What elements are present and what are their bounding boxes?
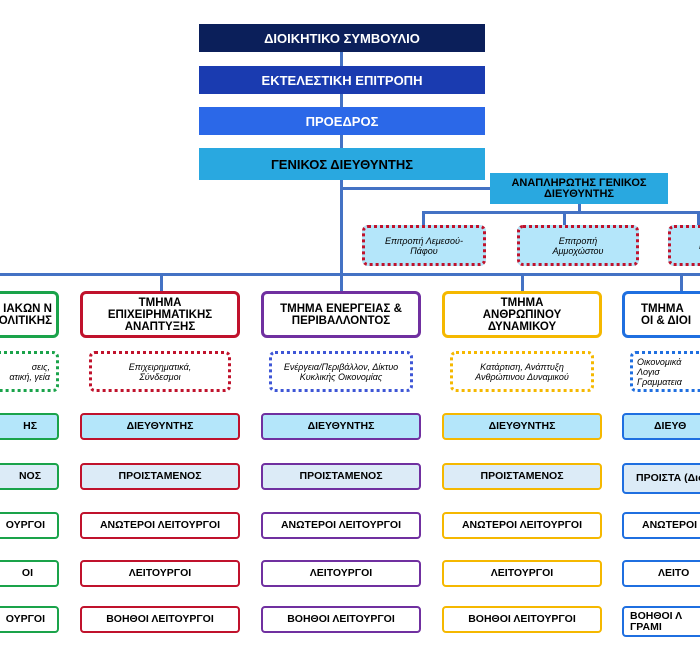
department-5-head: ΠΡΟΙΣΤΑ (Διοί [622, 463, 700, 494]
department-5-senior-officers: ΑΝΩΤΕΡΟΙ [622, 512, 700, 539]
board-box: ΔΙΟΙΚΗΤΙΚΟ ΣΥΜΒΟΥΛΙΟ [199, 24, 485, 52]
connector-dept-3 [521, 273, 524, 293]
department-human-resources-officers: ΛΕΙΤΟΥΡΓΟΙ [442, 560, 602, 587]
department-5-areas: Οικονομικά Λογισ Γραμματεια [630, 351, 700, 392]
connector-committee-3 [697, 211, 700, 227]
department-1-senior-officers: ΟΥΡΓΟΙ [0, 512, 59, 539]
department-energy-environment-assistant-officers: ΒΟΗΘΟΙ ΛΕΙΤΟΥΡΓΟΙ [261, 606, 421, 633]
department-business-development-areas: Επιχειρηματικά, Σύνδεσμοι [89, 351, 231, 392]
department-business-development-assistant-officers: ΒΟΗΘΟΙ ΛΕΙΤΟΥΡΓΟΙ [80, 606, 240, 633]
connector-committee-1 [422, 211, 425, 227]
department-human-resources-senior-officers: ΑΝΩΤΕΡΟΙ ΛΕΙΤΟΥΡΓΟΙ [442, 512, 602, 539]
department-business-development-director: ΔΙΕΥΘΥΝΤΗΣ [80, 413, 240, 440]
committee-famagusta: Επιτροπή Αμμοχώστου [517, 225, 639, 266]
department-1-head: ΝΟΣ [0, 463, 59, 490]
department-human-resources-areas: Κατάρτιση, Ανάπτυξη Ανθρώπινου Δυναμικού [450, 351, 594, 392]
department-business-development-title: ΤΜΗΜΑ ΕΠΙΧΕΙΡΗΜΑΤΙΚΗΣ ΑΝΑΠΤΥΞΗΣ [80, 291, 240, 338]
general-director-box: ΓΕΝΙΚΟΣ ΔΙΕΥΘΥΝΤΗΣ [199, 148, 485, 180]
department-energy-environment-director: ΔΙΕΥΘΥΝΤΗΣ [261, 413, 421, 440]
department-5-assistant-officers: ΒΟΗΘΟΙ Λ ΓΡΑΜΙ [622, 606, 700, 637]
department-5-title: ΤΜΗΜΑ ΟΙ & ΔΙΟΙ [622, 291, 700, 338]
department-1-officers: ΟΙ [0, 560, 59, 587]
department-business-development-head: ΠΡΟΙΣΤΑΜΕΝΟΣ [80, 463, 240, 490]
connector-deputy-vertical [578, 203, 581, 212]
department-1-areas: σεις, ατική, γεία [0, 351, 59, 392]
connector-committees-horizontal [422, 211, 700, 214]
department-human-resources-director: ΔΙΕΥΘΥΝΤΗΣ [442, 413, 602, 440]
department-energy-environment-head: ΠΡΟΙΣΤΑΜΕΝΟΣ [261, 463, 421, 490]
executive-committee-box: ΕΚΤΕΛΕΣΤΙΚΗ ΕΠΙΤΡΟΠΗ [199, 66, 485, 94]
department-1-director: ΗΣ [0, 413, 59, 440]
department-5-officers: ΛΕΙΤΟ [622, 560, 700, 587]
connector-dept-1 [160, 273, 163, 293]
department-business-development-senior-officers: ΑΝΩΤΕΡΟΙ ΛΕΙΤΟΥΡΓΟΙ [80, 512, 240, 539]
department-human-resources-head: ΠΡΟΙΣΤΑΜΕΝΟΣ [442, 463, 602, 490]
committee-limassol-paphos: Επιτροπή Λεμεσού-Πάφου [362, 225, 486, 266]
committee-third: Ε [668, 225, 700, 266]
department-human-resources-title: ΤΜΗΜΑ ΑΝΘΡΩΠΙΝΟΥ ΔΥΝΑΜΙΚΟΥ [442, 291, 602, 338]
connector-dept-2 [340, 273, 343, 293]
department-energy-environment-title: ΤΜΗΜΑ ΕΝΕΡΓΕΙΑΣ & ΠΕΡΙΒΑΛΛΟΝΤΟΣ [261, 291, 421, 338]
department-5-director: ΔΙΕΥΘ [622, 413, 700, 440]
department-1-assistant-officers: ΟΥΡΓΟΙ [0, 606, 59, 633]
connector-departments-horizontal [0, 273, 700, 276]
president-box: ΠΡΟΕΔΡΟΣ [199, 107, 485, 135]
connector-dept-4 [680, 273, 683, 293]
connector-committee-2 [563, 211, 566, 227]
connector-deputy-horizontal [340, 187, 490, 190]
deputy-general-director-box: ΑΝΑΠΛΗΡΩΤΗΣ ΓΕΝΙΚΟΣ ΔΙΕΥΘΥΝΤΗΣ [490, 173, 668, 204]
department-1-title: ΙΑΚΩΝ Ν ΟΛΙΤΙΚΗΣ [0, 291, 59, 338]
department-business-development-officers: ΛΕΙΤΟΥΡΓΟΙ [80, 560, 240, 587]
department-energy-environment-senior-officers: ΑΝΩΤΕΡΟΙ ΛΕΙΤΟΥΡΓΟΙ [261, 512, 421, 539]
department-energy-environment-officers: ΛΕΙΤΟΥΡΓΟΙ [261, 560, 421, 587]
department-energy-environment-areas: Ενέργεια/Περιβάλλον, Δίκτυο Κυκλικής Οικ… [269, 351, 413, 392]
department-human-resources-assistant-officers: ΒΟΗΘΟΙ ΛΕΙΤΟΥΡΓΟΙ [442, 606, 602, 633]
